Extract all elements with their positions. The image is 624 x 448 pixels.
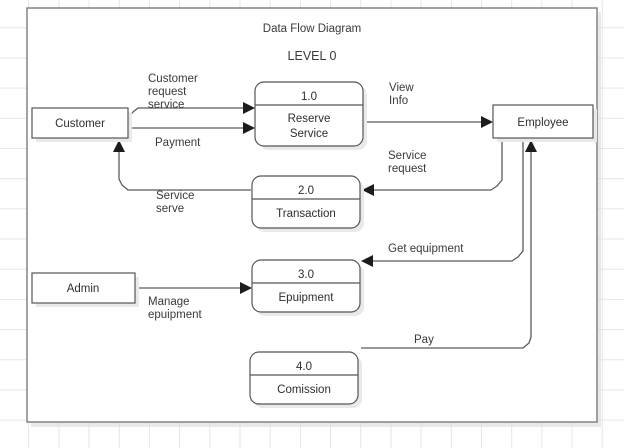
process-2-transaction[interactable] xyxy=(251,175,361,229)
entity-customer-label: Customer xyxy=(55,118,105,130)
entity-admin[interactable] xyxy=(31,272,136,304)
flow-label-get-equipment: Get equipment xyxy=(388,243,464,255)
process-1-name-line1: Reserve xyxy=(288,113,331,125)
flow-label-customer-request-service-line3: service xyxy=(148,99,184,111)
arrow-head-service-request xyxy=(362,184,374,196)
entity-customer[interactable] xyxy=(31,107,129,139)
flow-label-service-serve-line2: serve xyxy=(156,203,184,215)
entity-employee-label: Employee xyxy=(517,117,568,129)
flow-line-service-serve xyxy=(118,152,251,191)
process-2-number: 2.0 xyxy=(298,185,314,197)
flow-label-manage-equipment-line2: epuipment xyxy=(148,309,203,321)
flow-label-service-request-line1: Service xyxy=(388,150,426,162)
process-1-number: 1.0 xyxy=(301,91,317,103)
diagram-level: LEVEL 0 xyxy=(288,49,337,63)
flow-label-service-request-line2: request xyxy=(388,163,427,175)
process-3-number: 3.0 xyxy=(298,269,314,281)
process-4-comission[interactable] xyxy=(249,351,359,405)
flow-line-pay xyxy=(361,152,532,349)
process-1-reserve-service[interactable] xyxy=(254,81,364,147)
flow-label-view-info-line2: Info xyxy=(389,95,408,107)
arrow-head-manage-equipment xyxy=(240,282,252,294)
flow-label-pay: Pay xyxy=(414,334,434,346)
flow-label-service-serve-line1: Service xyxy=(156,190,194,202)
diagram-title: Data Flow Diagram xyxy=(263,23,361,35)
process-3-equipment[interactable] xyxy=(251,259,361,313)
arrow-head-service-serve xyxy=(113,140,125,152)
flow-label-manage-equipment-line1: Manage xyxy=(148,296,190,308)
process-4-name-line1: Comission xyxy=(277,384,331,396)
arrow-head-customer-request-service xyxy=(243,102,255,114)
arrow-head-view-info xyxy=(481,116,493,128)
process-4-number: 4.0 xyxy=(296,361,312,373)
arrow-head-pay xyxy=(525,140,537,152)
flow-line-get-equipment xyxy=(373,139,524,262)
flow-label-payment: Payment xyxy=(155,137,201,149)
flow-line-service-request xyxy=(374,139,503,191)
process-3-name-line1: Epuipment xyxy=(279,292,335,304)
flow-label-view-info-line1: View xyxy=(389,82,414,94)
arrow-head-get-equipment xyxy=(361,255,373,267)
arrow-head-payment xyxy=(243,122,255,134)
entity-employee[interactable] xyxy=(492,104,594,139)
entity-admin-label: Admin xyxy=(67,283,100,295)
process-2-name-line1: Transaction xyxy=(276,208,336,220)
process-1-name-line2: Service xyxy=(290,128,328,140)
flow-label-customer-request-service-line2: request xyxy=(148,86,187,98)
flow-label-customer-request-service-line1: Customer xyxy=(148,73,198,85)
